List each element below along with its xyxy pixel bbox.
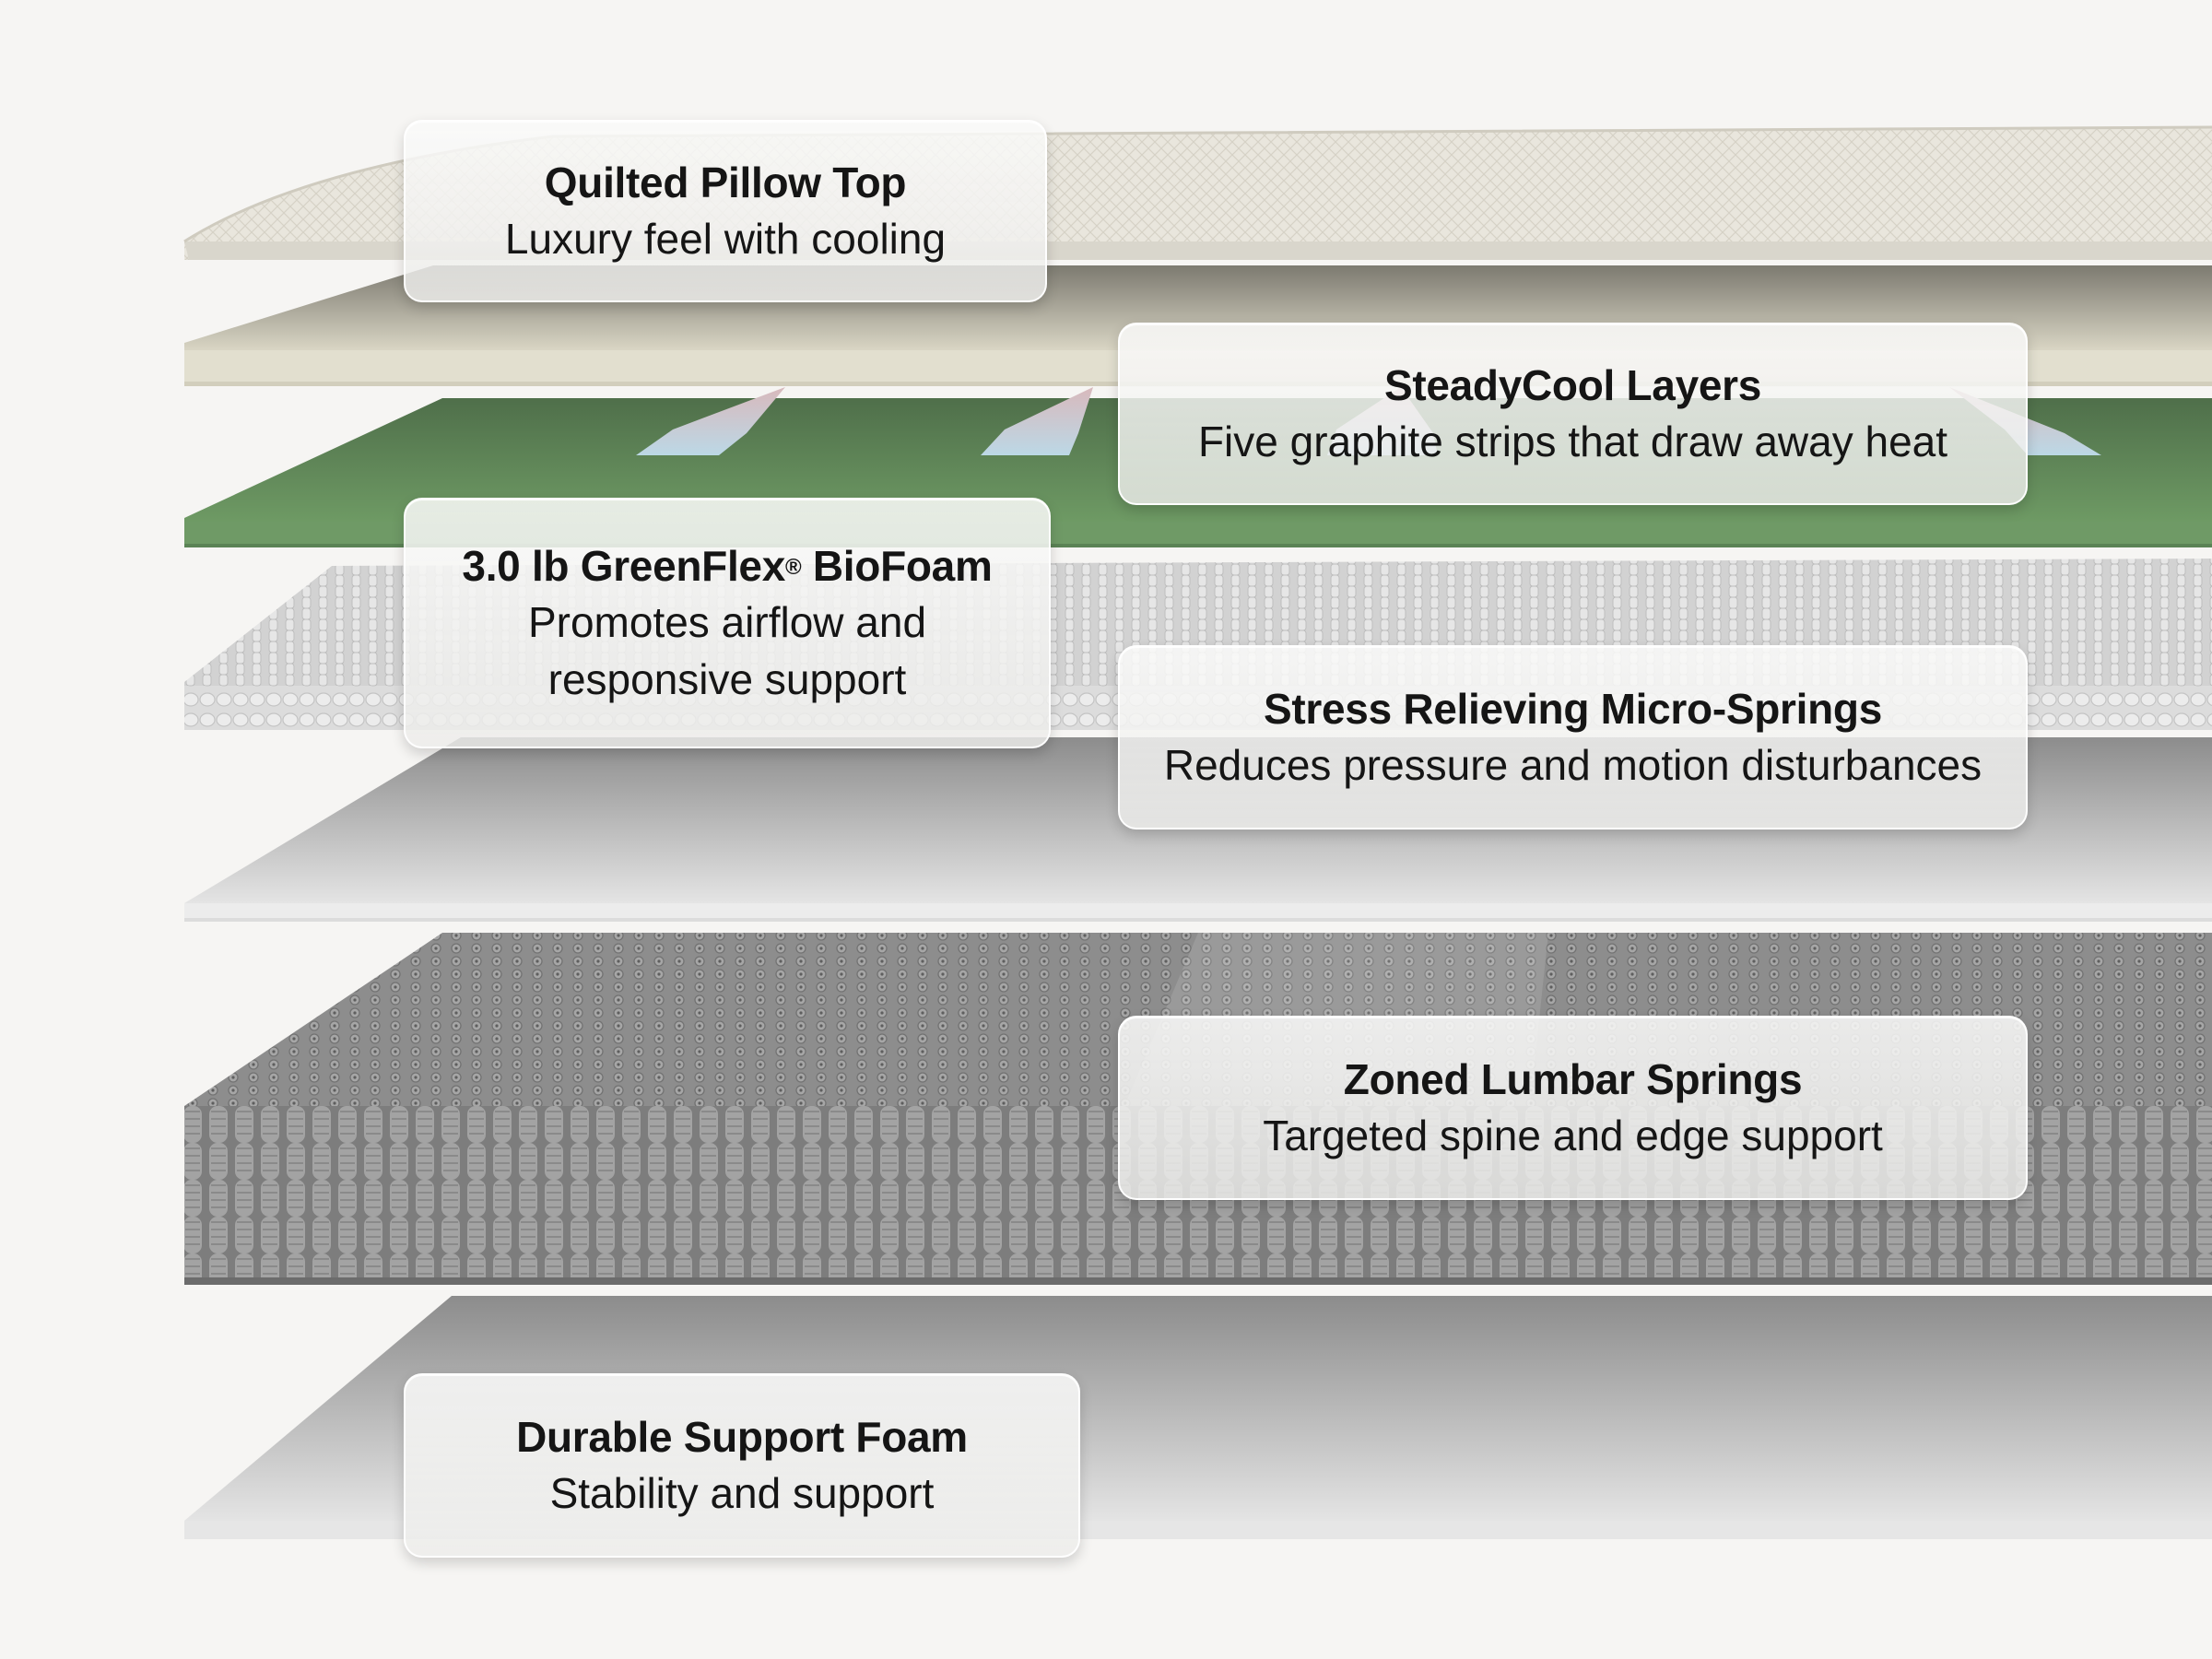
- callout-zoned-lumbar-springs: Zoned Lumbar Springs Targeted spine and …: [1118, 1016, 2028, 1200]
- callout-title-end: BioFoam: [801, 542, 993, 590]
- callout-title: SteadyCool Layers: [1383, 361, 1762, 409]
- callout-quilted-pillow-top: Quilted Pillow Top Luxury feel with cool…: [404, 120, 1047, 302]
- callout-support-foam: Durable Support Foam Stability and suppo…: [404, 1373, 1080, 1558]
- callout-title: Durable Support Foam: [516, 1413, 968, 1461]
- callout-title: Quilted Pillow Top: [544, 159, 907, 206]
- callout-steadycool-layers: SteadyCool Layers Five graphite strips t…: [1118, 323, 2028, 505]
- callout-description: Targeted spine and edge support: [1263, 1112, 1883, 1159]
- callout-title: Stress Relieving Micro-Springs: [1264, 685, 1882, 733]
- callout-title-main: 3.0 lb GreenFlex: [462, 542, 785, 590]
- callout-description: Luxury feel with cooling: [504, 215, 947, 263]
- registered-mark: ®: [785, 555, 802, 580]
- callout-title: 3.0 lb GreenFlex® BioFoam: [462, 538, 992, 594]
- callout-micro-springs: Stress Relieving Micro-Springs Reduces p…: [1118, 645, 2028, 830]
- callout-title: Zoned Lumbar Springs: [1343, 1055, 1803, 1103]
- callout-description-line2: responsive support: [547, 655, 907, 703]
- callout-description: Stability and support: [549, 1469, 935, 1517]
- callout-greenflex-biofoam: 3.0 lb GreenFlex® BioFoam Promotes airfl…: [404, 498, 1051, 748]
- callout-description: Five graphite strips that draw away heat: [1197, 418, 1948, 465]
- callout-description: Reduces pressure and motion disturbances: [1163, 741, 1983, 789]
- callout-description-line1: Promotes airflow and: [527, 598, 927, 646]
